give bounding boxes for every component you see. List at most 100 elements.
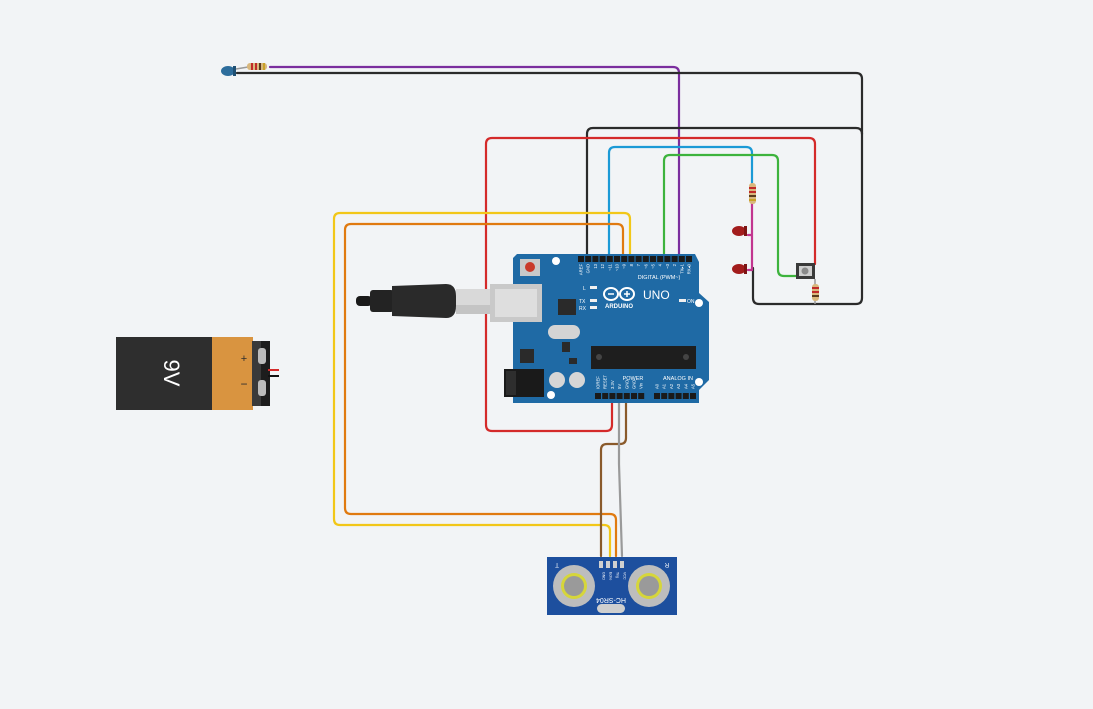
led-red-2[interactable] [732, 264, 746, 274]
regulator-chip [520, 349, 534, 363]
wire-red[interactable] [484, 136, 817, 433]
pin-label: A0 [655, 383, 660, 389]
led-blue-lead [235, 66, 249, 70]
pushbutton-icon[interactable] [796, 263, 815, 279]
pin-socket[interactable] [671, 256, 678, 262]
wire-purple[interactable] [268, 65, 681, 262]
sensor-pin[interactable] [599, 561, 603, 568]
pin-label: 3.3V [610, 380, 615, 389]
resistor-middle-band-4 [749, 199, 756, 201]
pin-label: A3 [676, 383, 681, 389]
wire-magenta[interactable] [746, 202, 754, 272]
pin-label: ~5 [651, 263, 656, 268]
pin-socket[interactable] [623, 393, 630, 399]
atmega-dot-1 [596, 354, 602, 360]
pin-socket[interactable] [614, 256, 620, 262]
pin-label: GND [624, 380, 629, 389]
pin-label: A1 [662, 383, 667, 389]
pin-socket[interactable] [599, 256, 606, 262]
pin-socket[interactable] [675, 393, 682, 399]
pin-socket[interactable] [657, 256, 664, 262]
pin-socket[interactable] [642, 256, 649, 262]
battery-cap [252, 341, 261, 406]
pin-socket[interactable] [638, 393, 645, 399]
pin-socket[interactable] [609, 393, 616, 399]
battery-9v[interactable]: 9V + − [116, 337, 279, 410]
pin-socket[interactable] [621, 256, 628, 262]
pin-socket[interactable] [628, 256, 635, 262]
pin-label: 5V [617, 384, 622, 389]
mount-hole-1 [552, 257, 560, 265]
pin-socket[interactable] [578, 256, 584, 262]
led-red-1[interactable] [732, 226, 746, 236]
capacitor-1 [549, 372, 565, 388]
wire-blue[interactable] [607, 145, 754, 262]
pin-socket[interactable] [682, 393, 689, 399]
pin-socket[interactable] [664, 256, 671, 262]
sensor-transducer-right-core [639, 576, 659, 596]
pin-socket[interactable] [678, 256, 685, 262]
led-blue-assembly[interactable] [221, 63, 267, 76]
led-blue[interactable] [221, 66, 235, 76]
usb-cable-icon[interactable] [356, 284, 490, 318]
pin-socket[interactable] [595, 393, 601, 399]
pin-socket[interactable] [616, 393, 623, 399]
wire-orange[interactable] [343, 222, 625, 558]
pin-socket[interactable] [606, 256, 613, 262]
sensor-tag-right: R [664, 561, 669, 567]
label-on: ON [687, 299, 695, 305]
wire-black-top[interactable] [235, 71, 864, 306]
sensor-pin[interactable] [620, 561, 624, 568]
pin-label: ~11 [607, 263, 612, 270]
pin-socket[interactable] [650, 256, 656, 262]
arduino-power-jack-tip [506, 371, 516, 395]
wire-gray[interactable] [617, 393, 624, 558]
pin-socket[interactable] [668, 393, 675, 399]
pin-socket[interactable] [686, 256, 692, 262]
pin-socket[interactable] [661, 393, 668, 399]
pin-socket[interactable] [592, 256, 599, 262]
sensor-pin-label: GND [602, 572, 606, 580]
wire-brown[interactable] [599, 393, 628, 558]
right-components[interactable] [732, 183, 819, 304]
led-on [679, 299, 686, 302]
pin-label: ~3 [665, 263, 670, 268]
sensor-transducer-left-core [564, 576, 584, 596]
pin-socket[interactable] [602, 393, 609, 399]
sensor-pin-label: VCC [623, 572, 627, 580]
capacitor-2 [569, 372, 585, 388]
pin-label: GND [632, 380, 637, 389]
label-l: L [583, 286, 586, 292]
usb-chip [558, 299, 576, 315]
arduino-brand: ARDUINO [605, 304, 633, 310]
sensor-tag-left: T [555, 561, 559, 567]
pin-socket[interactable] [654, 393, 660, 399]
pin-socket[interactable] [631, 393, 637, 399]
arduino-usb-port-inner [495, 289, 537, 317]
resistor-middle-band-3 [749, 195, 756, 197]
resistor-bottom-band-1 [812, 287, 819, 289]
sensor-pin[interactable] [606, 561, 610, 568]
atmega-chip [591, 346, 696, 369]
battery-terminal-plus [258, 348, 266, 364]
power-label: POWER [623, 376, 644, 382]
reset-button[interactable] [525, 262, 535, 272]
label-rx: RX [579, 306, 587, 312]
wire-yellow[interactable] [332, 211, 632, 558]
sensor-pin[interactable] [613, 561, 617, 568]
wire-black-gnd[interactable] [585, 126, 864, 262]
wire-green[interactable] [662, 153, 798, 278]
pin-socket[interactable] [635, 256, 642, 262]
battery-copper-band [212, 337, 253, 410]
arduino-logo-icon [603, 287, 635, 301]
usb-cable-collar [370, 290, 394, 312]
led-red-1-rim [744, 226, 747, 236]
pin-socket[interactable] [690, 393, 696, 399]
smd-1 [569, 358, 577, 364]
pin-socket[interactable] [585, 256, 592, 262]
